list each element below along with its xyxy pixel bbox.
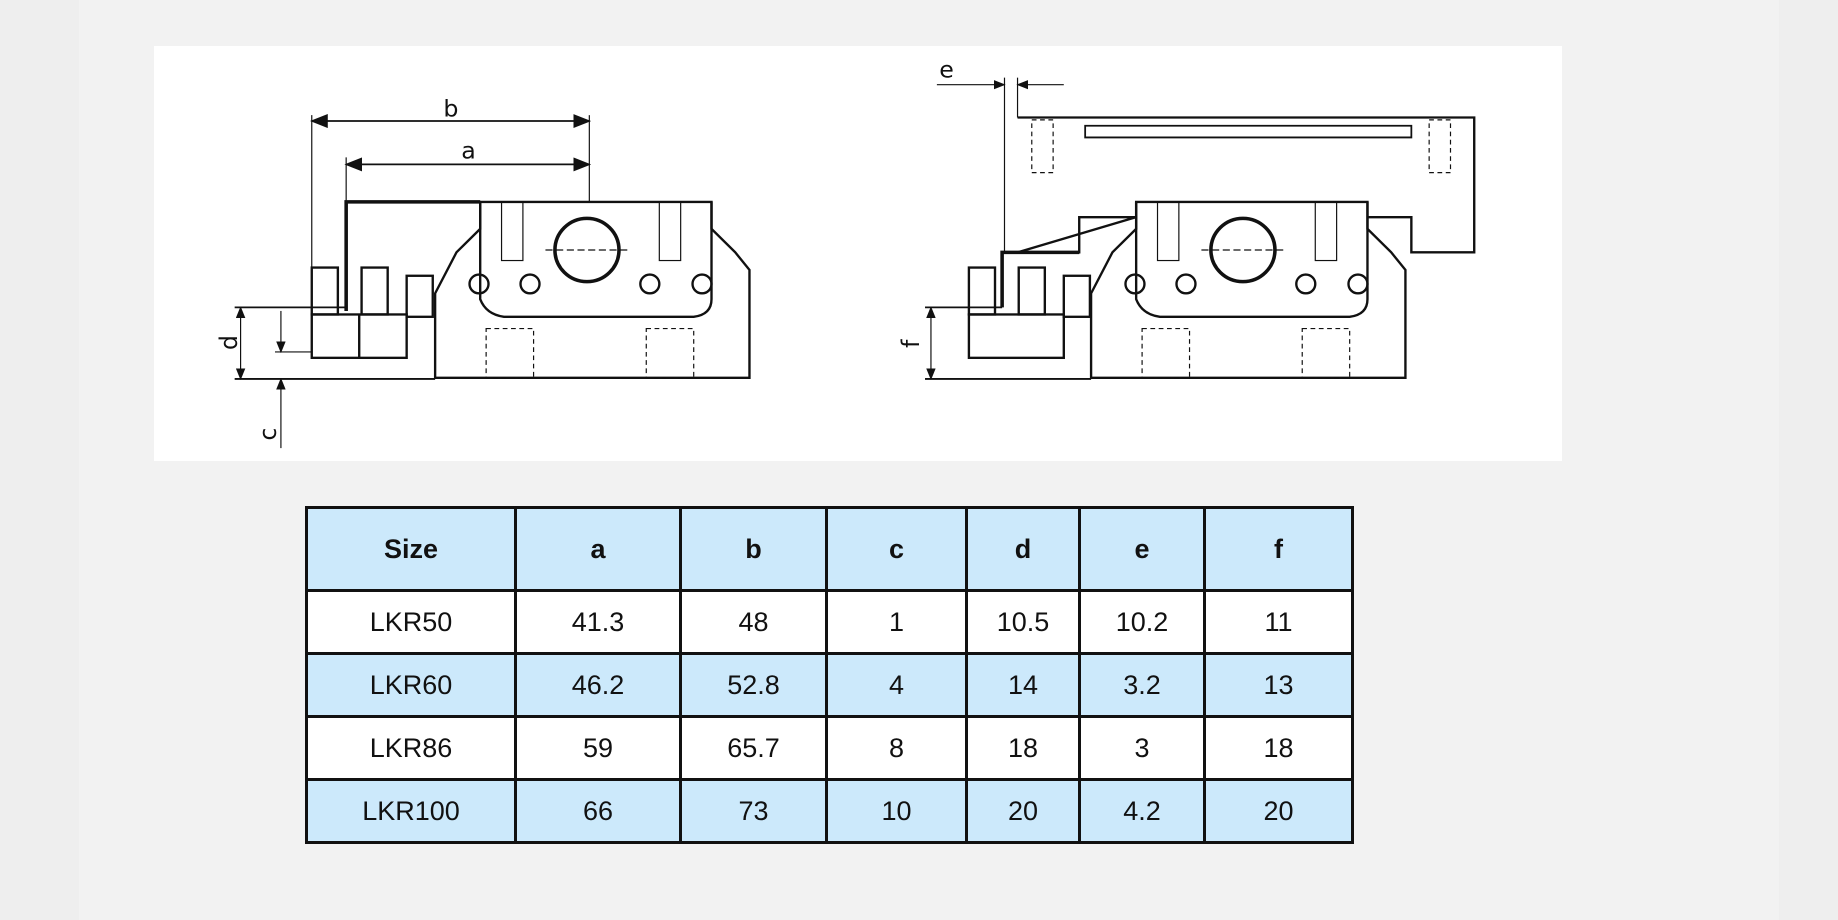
header-e: e — [1078, 506, 1206, 592]
cell-e: 10.2 — [1078, 589, 1206, 655]
cell-a: 46.2 — [514, 652, 682, 718]
table-row: LKR86 59 65.7 8 18 3 18 — [305, 715, 1354, 781]
cell-a: 66 — [514, 778, 682, 844]
cell-c: 1 — [825, 589, 968, 655]
cell-b: 73 — [679, 778, 828, 844]
right-view — [925, 77, 1476, 381]
dim-label-d: d — [215, 335, 243, 350]
cell-a: 59 — [514, 715, 682, 781]
cell-size: LKR60 — [305, 652, 517, 718]
cell-f: 13 — [1203, 652, 1354, 718]
cell-d: 14 — [965, 652, 1081, 718]
dim-label-e: e — [939, 56, 954, 84]
cell-d: 18 — [965, 715, 1081, 781]
cell-e: 4.2 — [1078, 778, 1206, 844]
cell-c: 4 — [825, 652, 968, 718]
cell-c: 8 — [825, 715, 968, 781]
cell-f: 18 — [1203, 715, 1354, 781]
cell-e: 3.2 — [1078, 652, 1206, 718]
header-f: f — [1203, 506, 1354, 592]
cell-size: LKR100 — [305, 778, 517, 844]
dimensions-table: Size a b c d e f LKR50 41.3 48 1 10.5 10… — [305, 506, 1354, 844]
header-b: b — [679, 506, 828, 592]
table-row: LKR60 46.2 52.8 4 14 3.2 13 — [305, 652, 1354, 718]
dim-label-b: b — [443, 94, 458, 122]
dimension-drawing: b a d c e f — [154, 46, 1562, 461]
cell-b: 52.8 — [679, 652, 828, 718]
cell-e: 3 — [1078, 715, 1206, 781]
cell-c: 10 — [825, 778, 968, 844]
left-view — [234, 113, 751, 449]
cell-size: LKR50 — [305, 589, 517, 655]
cell-b: 48 — [679, 589, 828, 655]
table-row: LKR50 41.3 48 1 10.5 10.2 11 — [305, 589, 1354, 655]
header-c: c — [825, 506, 968, 592]
table-row: LKR100 66 73 10 20 4.2 20 — [305, 778, 1354, 844]
dim-label-f: f — [897, 339, 925, 348]
cell-d: 20 — [965, 778, 1081, 844]
cell-d: 10.5 — [965, 589, 1081, 655]
cell-f: 11 — [1203, 589, 1354, 655]
header-size: Size — [305, 506, 517, 592]
cell-size: LKR86 — [305, 715, 517, 781]
header-a: a — [514, 506, 682, 592]
cell-a: 41.3 — [514, 589, 682, 655]
dimension-drawing-svg: b a d c e f — [215, 56, 1476, 449]
dim-label-c: c — [254, 428, 282, 441]
cell-f: 20 — [1203, 778, 1354, 844]
cell-b: 65.7 — [679, 715, 828, 781]
table-header-row: Size a b c d e f — [305, 506, 1354, 592]
header-d: d — [965, 506, 1081, 592]
dim-label-a: a — [461, 137, 476, 165]
